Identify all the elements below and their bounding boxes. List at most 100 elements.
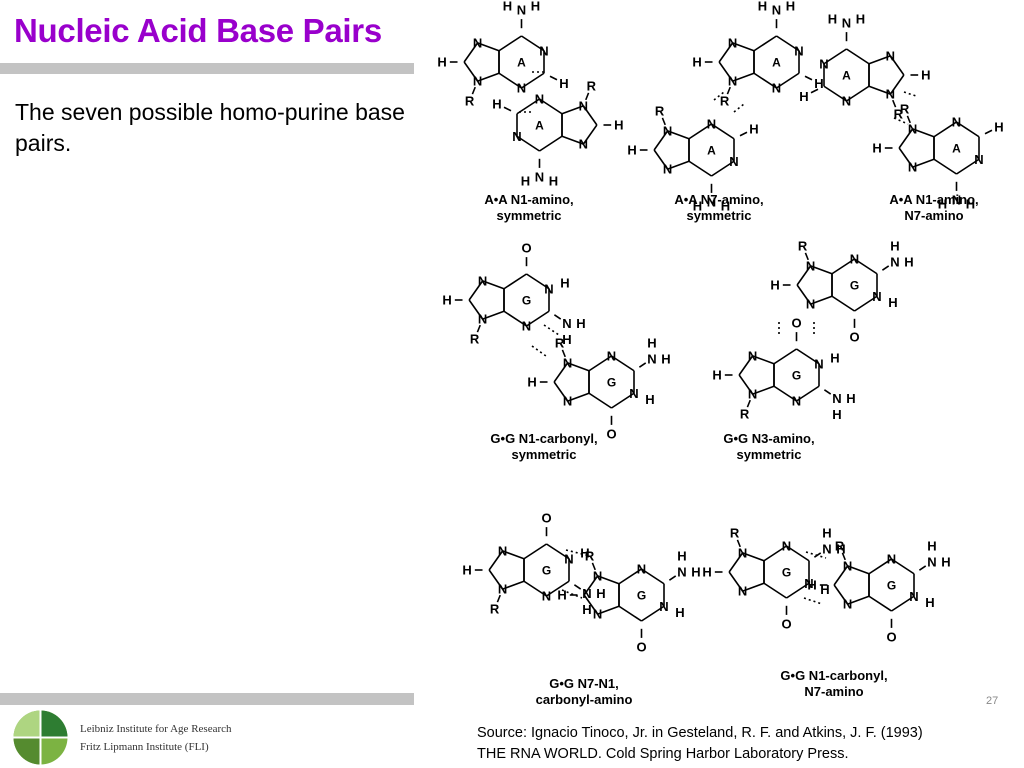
ring-label-g: G [850, 279, 859, 293]
atom-label-h: H [941, 554, 950, 569]
ring-label-a: A [772, 56, 781, 70]
bottom-divider [0, 693, 414, 705]
ring-bond [588, 392, 612, 409]
substituent-bond [841, 552, 846, 561]
atom-label-n: N [663, 123, 672, 138]
atom-label-h: H [856, 12, 865, 27]
atom-label-r: R [585, 548, 595, 563]
ring-bond [521, 35, 545, 52]
ring-bond [523, 543, 547, 560]
atom-label-h: H [691, 564, 700, 579]
ring-bond [553, 362, 569, 383]
ring-bond [546, 543, 570, 560]
ring-bond [738, 374, 754, 395]
ring-bond [477, 42, 500, 52]
substituent-bond [746, 399, 751, 408]
ring-bond [567, 362, 590, 372]
ring-bond [477, 72, 500, 82]
atom-label-n: N [728, 74, 737, 89]
ring-bond [583, 575, 599, 596]
ring-bond [463, 61, 479, 82]
substituent-bond [918, 565, 927, 571]
ring-bond [891, 595, 915, 612]
atom-label-h: H [442, 293, 451, 308]
ring-bond [653, 130, 669, 151]
ring-bond [796, 385, 820, 402]
atom-label-h: H [786, 0, 795, 14]
atom-label-n: N [647, 351, 656, 366]
substituent-bond [906, 115, 911, 124]
ring-bond [582, 124, 598, 145]
atom-label-h: H [925, 595, 934, 610]
atom-label-h: H [576, 316, 585, 331]
ring-label-a: A [842, 69, 851, 83]
atom-label-h: H [904, 254, 913, 269]
ring-bond [898, 147, 914, 168]
atom-label-n: N [842, 94, 851, 109]
atom-label-h: H [846, 391, 855, 406]
hydrogen-bond [805, 551, 827, 559]
atom-label-n: N [579, 98, 588, 113]
atom-label-h: H [890, 238, 899, 253]
ring-bond [776, 35, 800, 52]
ring-bond [611, 355, 635, 372]
atom-label-o: O [781, 617, 791, 632]
ring-bond [742, 582, 765, 592]
ring-bond [711, 160, 735, 177]
atom-label-h: H [531, 0, 540, 14]
ring-bond [667, 160, 690, 170]
atom-label-n: N [535, 170, 544, 185]
ring-bond [503, 310, 527, 327]
atom-label-n: N [607, 349, 616, 364]
ring-label-g: G [637, 589, 646, 603]
atom-label-h: H [614, 118, 623, 133]
atom-label-h: H [560, 275, 569, 290]
logo-line1: Leibniz Institute for Age Research [80, 723, 232, 735]
ring-bond [611, 392, 635, 409]
atom-label-n: N [512, 129, 521, 144]
atom-label-h: H [437, 55, 446, 70]
pair-caption: G•G N1-carbonyl, [780, 668, 887, 683]
ring-bond [561, 105, 584, 115]
atom-label-r: R [730, 525, 740, 540]
pair-caption: G•G N7-N1, [549, 676, 619, 691]
atom-label-n: N [522, 319, 531, 334]
atom-label-h: H [814, 76, 823, 91]
ring-bond [488, 550, 504, 571]
ring-bond [738, 355, 754, 376]
ring-bond [956, 158, 980, 175]
atom-label-n: N [748, 387, 757, 402]
atom-label-n: N [563, 394, 572, 409]
atom-label-n: N [637, 562, 646, 577]
atom-label-h: H [820, 582, 829, 597]
ring-bond [833, 565, 849, 586]
substituent-bond [496, 594, 501, 603]
ring-bond [688, 160, 712, 177]
ring-bond [833, 584, 849, 605]
ring-bond [763, 582, 787, 599]
institute-logo: Leibniz Institute for Age Research Fritz… [10, 707, 238, 767]
substituent-bond [471, 86, 476, 95]
atom-label-n: N [850, 252, 859, 267]
atom-label-h: H [596, 586, 605, 601]
ring-bond [912, 128, 935, 138]
ring-bond [516, 135, 540, 152]
ring-bond [641, 605, 665, 622]
atom-label-h: H [562, 332, 571, 347]
atom-label-n: N [792, 394, 801, 409]
source-line-2: THE RNA WORLD. Cold Spring Harbor Labora… [477, 746, 849, 762]
ring-bond [618, 605, 642, 622]
hydrogen-bond [565, 549, 587, 556]
atom-label-n: N [886, 87, 895, 102]
pair-caption: symmetric [511, 447, 576, 462]
atom-label-n: N [473, 74, 482, 89]
atom-label-n: N [842, 16, 851, 31]
substituent-bond [661, 117, 666, 126]
atom-label-n: N [908, 121, 917, 136]
ring-bond [831, 258, 855, 275]
atom-label-r: R [555, 335, 565, 350]
ring-bond [868, 85, 891, 95]
pair-caption: A•A N7-amino, [674, 192, 763, 207]
substituent-bond [591, 562, 596, 571]
atom-label-h: H [888, 295, 897, 310]
